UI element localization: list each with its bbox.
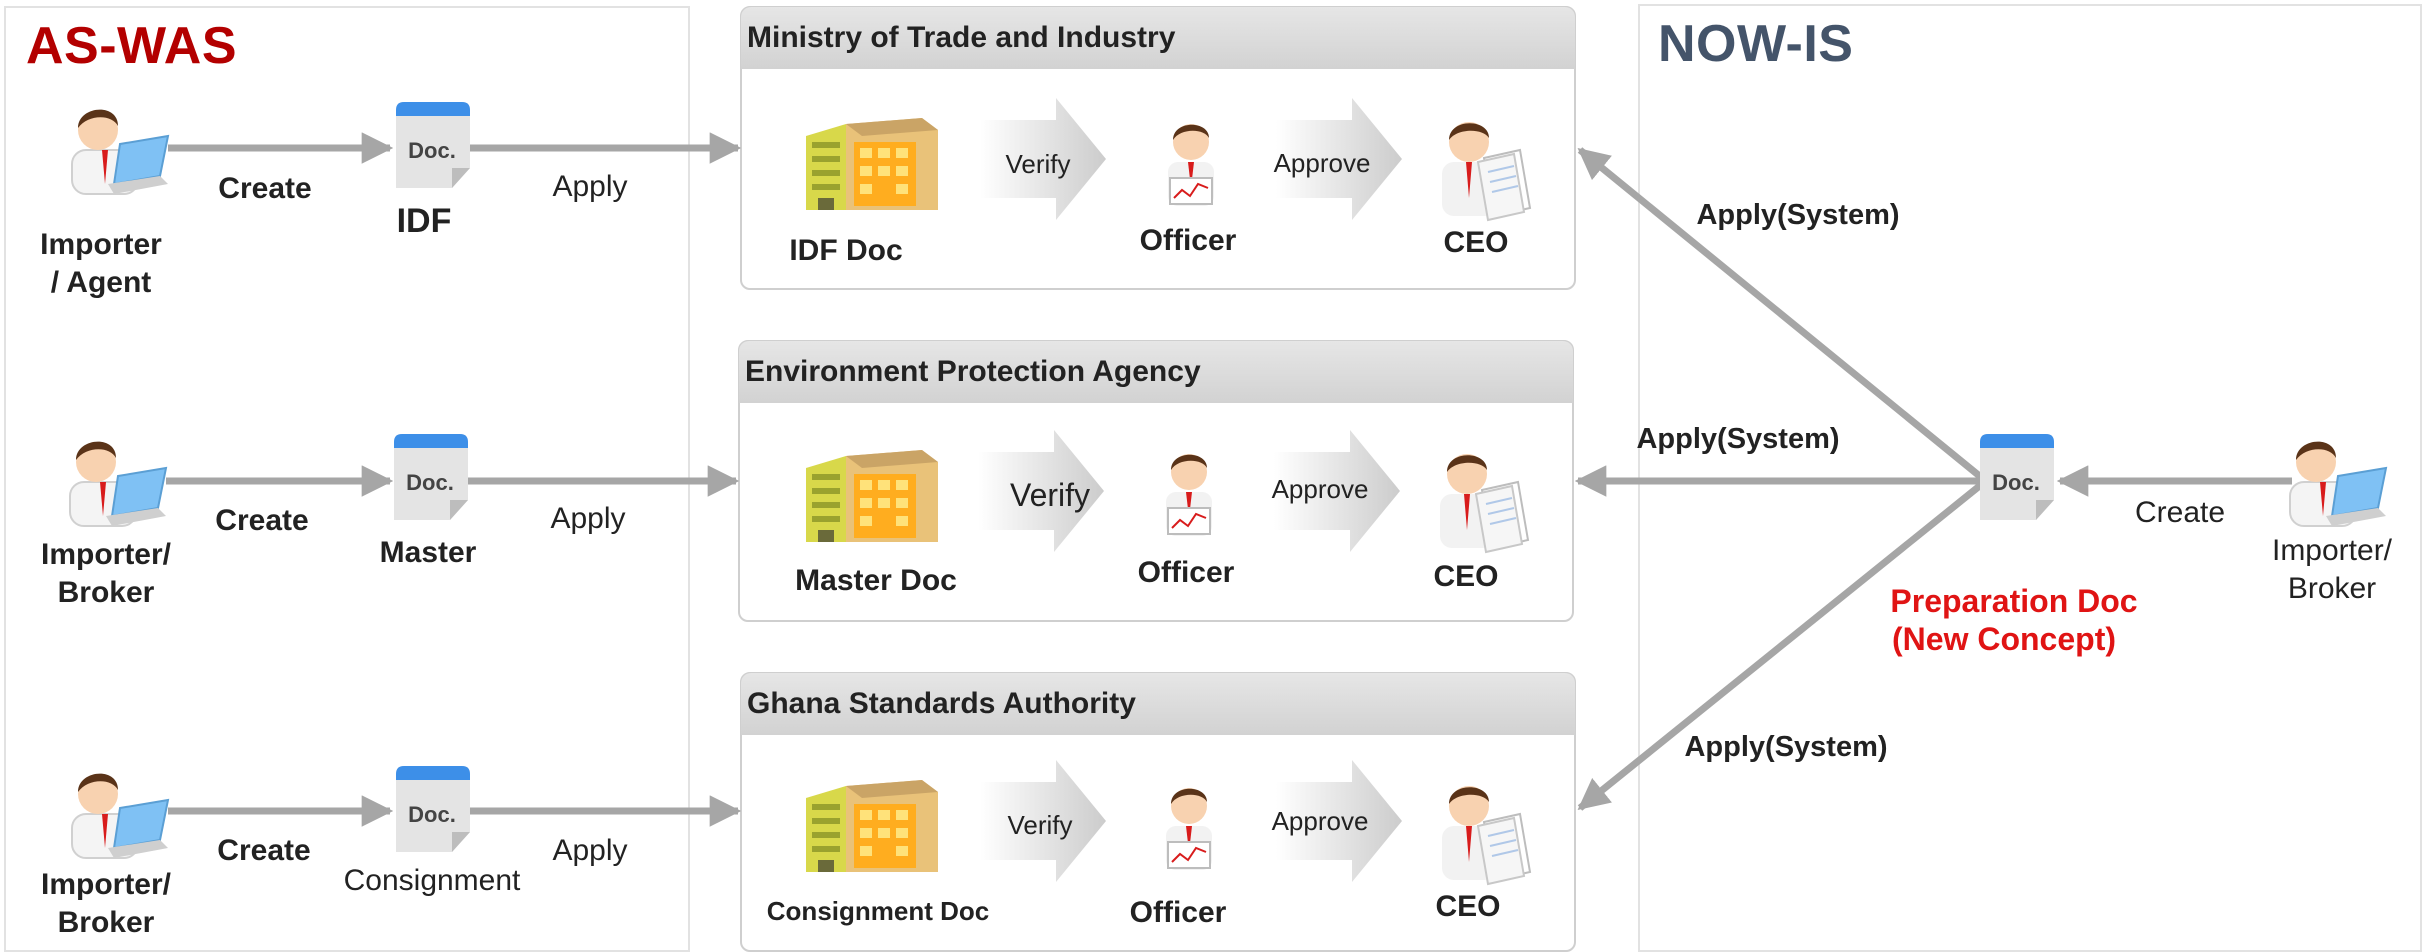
ceo-icon <box>1442 122 1532 222</box>
system-apply-arrow <box>1577 481 1985 811</box>
system-apply-label: Apply(System) <box>1696 199 1900 231</box>
document-icon <box>1980 434 2054 520</box>
actor-label: Importer / Agent <box>40 228 162 299</box>
verify-arrow-icon <box>980 760 1106 882</box>
officer-label: Officer <box>1129 896 1227 929</box>
approve-label: Approve <box>1273 148 1371 178</box>
officer-icon <box>1168 124 1214 206</box>
verify-label: Verify <box>1005 149 1071 179</box>
create-label: Create <box>218 172 312 205</box>
create-label: Create <box>217 834 311 867</box>
agency-doc-label: Consignment Doc <box>766 896 990 926</box>
approve-label: Approve <box>1271 806 1369 836</box>
agency-doc-label: Master Doc <box>795 564 957 597</box>
agency-header: Ghana Standards Authority <box>741 673 1575 735</box>
person-laptop-icon <box>71 109 170 195</box>
officer-icon <box>1166 454 1212 536</box>
officer-label: Officer <box>1139 224 1237 257</box>
person-laptop-icon <box>71 773 170 859</box>
document-icon <box>396 102 470 188</box>
ceo-label: CEO <box>1435 890 1501 923</box>
doc-icon-text: Doc. <box>406 470 454 495</box>
doc-icon-text: Doc. <box>408 138 456 163</box>
approve-arrow-icon <box>1274 430 1400 552</box>
doc-icon-text: Doc. <box>408 802 456 827</box>
doc-label: Master <box>379 536 477 569</box>
person-laptop-icon <box>69 441 168 527</box>
actor-label: Importer/ Broker <box>40 538 172 609</box>
create-label: Create <box>2134 496 2226 529</box>
verify-arrow-icon <box>978 430 1104 552</box>
apply-label: Apply <box>552 834 628 867</box>
building-icon <box>806 450 938 542</box>
prep-doc-concept-label: (New Concept) <box>1892 621 2116 657</box>
approve-arrow-icon <box>1276 760 1402 882</box>
ceo-label: CEO <box>1433 560 1499 593</box>
ceo-label: CEO <box>1443 226 1509 259</box>
document-icon <box>396 766 470 852</box>
verify-arrow-icon <box>980 98 1106 220</box>
approve-label: Approve <box>1271 474 1369 504</box>
apply-label: Apply <box>552 170 628 203</box>
building-icon <box>806 118 938 210</box>
actor-label: Importer/ Broker <box>2271 534 2393 605</box>
officer-icon <box>1166 788 1212 870</box>
doc-label: IDF <box>396 202 452 240</box>
actor-label: Importer/ Broker <box>40 868 172 939</box>
apply-label: Apply <box>550 502 626 535</box>
create-label: Create <box>215 504 309 537</box>
agency-header: Ministry of Trade and Industry <box>741 7 1575 69</box>
officer-label: Officer <box>1137 556 1235 589</box>
person-laptop-icon <box>2289 441 2388 527</box>
approve-arrow-icon <box>1276 98 1402 220</box>
system-apply-label: Apply(System) <box>1636 423 1840 455</box>
ceo-icon <box>1442 786 1532 886</box>
as-was-title: AS-WAS <box>26 17 237 75</box>
building-icon <box>806 780 938 872</box>
agency-header: Environment Protection Agency <box>739 341 1573 403</box>
doc-label: Consignment <box>343 864 521 897</box>
system-apply-label: Apply(System) <box>1684 731 1888 763</box>
now-is-title: NOW-IS <box>1658 15 1854 73</box>
prep-doc-label: Preparation Doc <box>1890 583 2138 619</box>
ceo-icon <box>1440 454 1530 554</box>
system-apply-arrow <box>1577 147 1985 481</box>
verify-label: Verify <box>1009 477 1091 513</box>
doc-icon-text: Doc. <box>1992 470 2040 495</box>
document-icon <box>394 434 468 520</box>
verify-label: Verify <box>1007 810 1073 840</box>
agency-doc-label: IDF Doc <box>789 234 903 267</box>
